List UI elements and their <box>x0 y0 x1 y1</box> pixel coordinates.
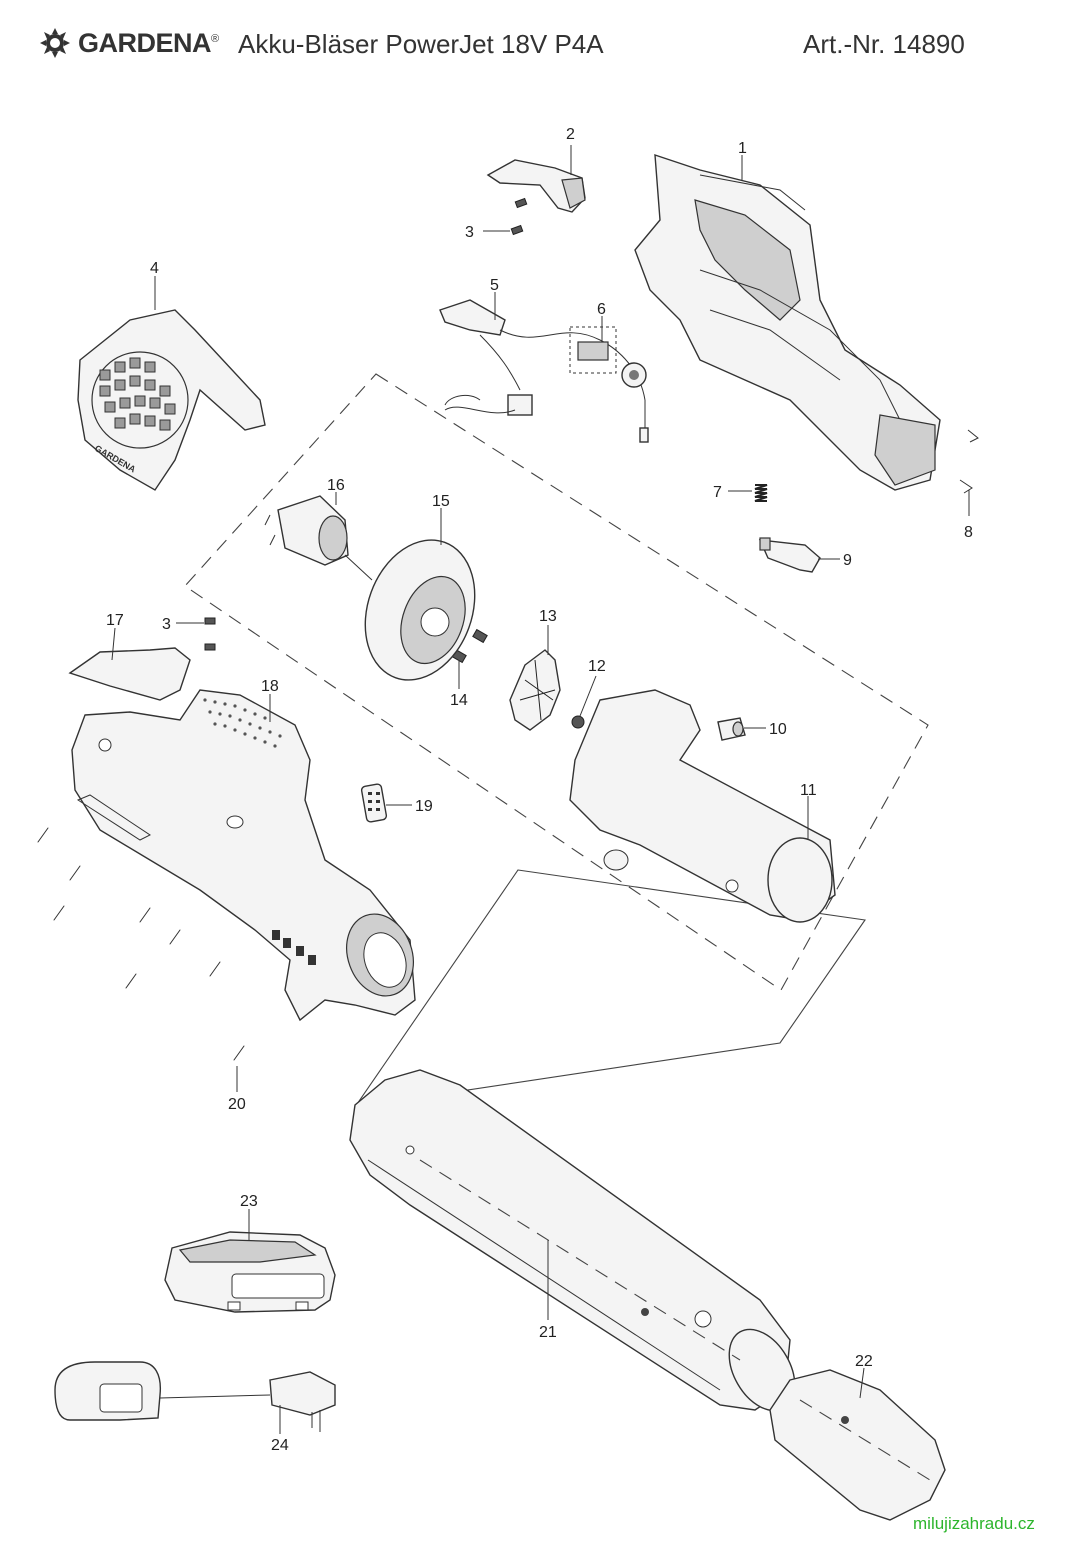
callout-3: 3 <box>465 224 474 241</box>
callout-9: 9 <box>843 552 852 569</box>
part-6-control-module <box>569 326 647 388</box>
callout-17: 17 <box>106 612 124 629</box>
callout-18: 18 <box>261 678 279 695</box>
part-4-intake-guard: GARDENA <box>77 309 266 491</box>
part-20-screws <box>37 827 245 1061</box>
callout-8: 8 <box>964 524 973 541</box>
callout-11: 11 <box>800 782 817 799</box>
callout-24: 24 <box>271 1437 289 1454</box>
gardena-logo-icon <box>40 28 70 58</box>
part-23-battery <box>164 1231 336 1313</box>
callout-1: 1 <box>738 140 747 157</box>
part-18-main-housing <box>71 689 416 1022</box>
callout-numbers: 1 2 3 4 5 6 7 8 9 10 11 12 13 14 15 16 1… <box>106 126 973 1454</box>
callout-14: 14 <box>450 692 468 709</box>
callout-15: 15 <box>432 493 450 510</box>
callout-6: 6 <box>597 301 606 318</box>
part-15-motor-mount <box>364 539 476 681</box>
part-24-charger <box>54 1361 336 1432</box>
callout-21: 21 <box>539 1324 557 1341</box>
callout-10: 10 <box>769 721 787 738</box>
callout-leaders <box>111 145 970 1434</box>
callout-12: 12 <box>588 658 606 675</box>
article-number: Art.-Nr. 14890 <box>803 29 965 59</box>
part-3-screw <box>204 617 216 651</box>
callout-16: 16 <box>327 477 345 494</box>
part-7-spring <box>754 484 768 502</box>
part-11-fan-housing <box>569 689 836 923</box>
assembly-dashed-frame <box>184 373 929 991</box>
part-21-blower-tube <box>349 1069 796 1412</box>
part-3-screw <box>510 197 528 236</box>
part-22-nozzle <box>769 1369 946 1521</box>
watermark: milujizahradu.cz <box>913 1514 1035 1533</box>
part-5-wiring-harness <box>439 299 649 443</box>
callout-2: 2 <box>566 126 575 143</box>
callout-23: 23 <box>240 1193 258 1210</box>
part-1-upper-housing <box>634 154 941 491</box>
part-2-switch-bracket <box>486 159 586 213</box>
brand-name: GARDENA® <box>78 28 219 58</box>
callout-22: 22 <box>855 1353 873 1370</box>
part-9-trigger <box>758 537 821 573</box>
header: GARDENA® Akku-Bläser PowerJet 18V P4A Ar… <box>0 0 1069 80</box>
part-8-clip <box>959 429 979 494</box>
part-19-battery-indicator <box>360 783 388 823</box>
callout-13: 13 <box>539 608 557 625</box>
part-16-motor <box>264 495 373 581</box>
part-10-bushing <box>717 717 746 741</box>
part-12-nut <box>571 715 585 729</box>
part-13-fan-impeller <box>509 649 561 731</box>
callout-4: 4 <box>150 260 159 277</box>
part-17-cover-plate <box>68 647 191 701</box>
callout-5: 5 <box>490 277 499 294</box>
callout-20: 20 <box>228 1096 246 1113</box>
product-title: Akku-Bläser PowerJet 18V P4A <box>238 29 604 59</box>
callout-7: 7 <box>713 484 722 501</box>
callout-19: 19 <box>415 798 433 815</box>
callout-3b: 3 <box>162 616 171 633</box>
